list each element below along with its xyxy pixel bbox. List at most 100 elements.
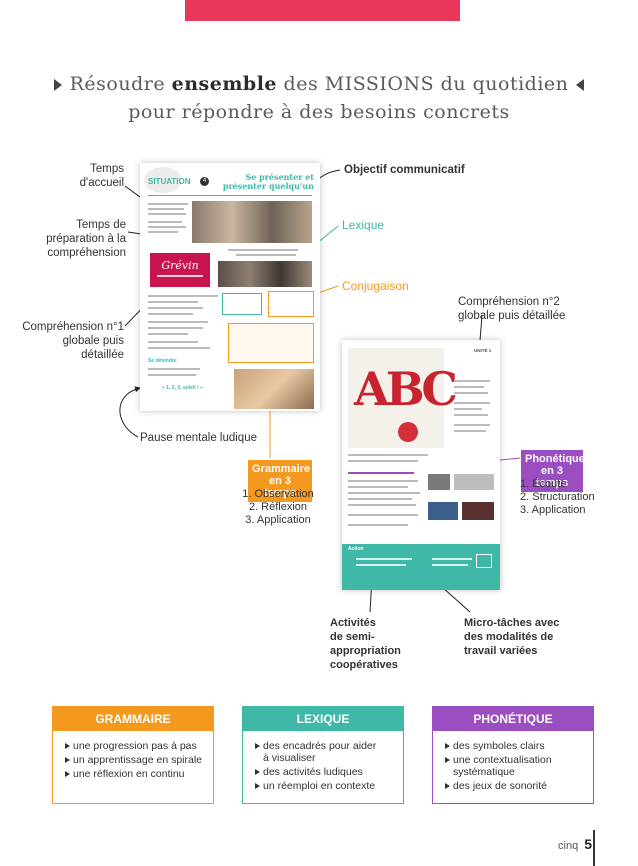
text-line xyxy=(148,313,193,315)
text-line xyxy=(432,564,468,566)
poster-title: Grévin xyxy=(161,259,199,272)
text-line xyxy=(148,327,203,329)
poster-figure xyxy=(398,422,418,442)
text-line xyxy=(348,514,418,516)
list-item: un apprentissage en spirale xyxy=(65,754,213,766)
footer-rule xyxy=(593,830,595,866)
page-word: cinq xyxy=(558,840,579,852)
text-line xyxy=(356,564,406,566)
text-line xyxy=(148,213,186,215)
action-label: Action xyxy=(348,546,364,552)
situation-letter-bg xyxy=(144,167,182,193)
list-item: une progression pas à pas xyxy=(65,740,213,752)
thumb-photo xyxy=(454,474,494,490)
text-line xyxy=(148,295,218,297)
text-line xyxy=(148,301,198,303)
situation-number: 4 xyxy=(200,177,209,186)
label-temps-accueil: Temps d'accueil xyxy=(79,163,124,189)
text-line xyxy=(148,341,198,343)
text-line xyxy=(454,408,482,410)
grammaire-list: une progression pas à pas un apprentissa… xyxy=(53,731,213,780)
triangle-left-icon xyxy=(576,79,585,91)
list-item: une contextualisation systématique xyxy=(445,754,593,778)
situation-label: SITUATION xyxy=(148,177,191,186)
detendre-label: Se détendre xyxy=(148,358,177,364)
phonetique-badge: Phonétique en 3 temps xyxy=(521,450,585,492)
thumb-photo xyxy=(428,502,458,520)
grammaire-step: 2. Réflexion xyxy=(248,501,308,513)
text-line xyxy=(348,454,428,456)
phonetique-step: 2. Structuration xyxy=(520,491,595,503)
title-rule xyxy=(148,195,312,196)
text-line xyxy=(432,558,472,560)
text-line xyxy=(148,347,210,349)
unit-label: UNITÉ 1 xyxy=(474,348,492,353)
label-pause: Pause mentale ludique xyxy=(140,432,257,444)
label-objectif: Objectif communicatif xyxy=(344,164,465,176)
text-line xyxy=(148,221,182,223)
phonetique-step: 3. Application xyxy=(520,504,586,516)
text-line xyxy=(454,430,486,432)
phonetique-steps: 1. Écoute 2. Structuration 3. Applicatio… xyxy=(520,478,620,517)
headline-text-bold: ensemble xyxy=(171,73,278,95)
text-line xyxy=(348,492,420,494)
text-line xyxy=(148,307,203,309)
text-line xyxy=(348,480,418,482)
list-item: des activités ludiques xyxy=(255,766,403,778)
grammaire-mini-box xyxy=(228,323,314,363)
house-icon xyxy=(476,554,492,568)
chant-text: « 1, 2, 3, soleil ! » xyxy=(162,385,203,391)
textbook-page-1: SITUATION 4 Se présenter et présenter qu… xyxy=(140,163,320,411)
label-micro-taches: Micro-tâches avec des modalités de trava… xyxy=(464,617,560,657)
poster-line xyxy=(157,275,203,277)
grammaire-box: GRAMMAIRE une progression pas à pas un a… xyxy=(52,706,214,804)
headline-line-1: Résoudre ensemble des MISSIONS du quotid… xyxy=(40,70,598,98)
grammaire-box-title: GRAMMAIRE xyxy=(53,707,213,731)
group-photo xyxy=(192,201,312,243)
phonetique-list: des symboles clairs une contextualisatio… xyxy=(433,731,593,792)
label-lexique: Lexique xyxy=(342,218,385,232)
page-number: 5 xyxy=(584,836,592,852)
text-line xyxy=(148,203,188,205)
phonetique-box: PHONÉTIQUE des symboles clairs une conte… xyxy=(432,706,594,804)
action-band: Action xyxy=(342,544,500,590)
list-item: des jeux de sonorité xyxy=(445,780,593,792)
text-line xyxy=(454,414,488,416)
thumb-photo xyxy=(462,502,494,520)
text-line xyxy=(236,254,296,256)
text-line xyxy=(148,368,200,370)
text-line xyxy=(348,498,412,500)
lexique-box-title: LEXIQUE xyxy=(243,707,403,731)
phonetique-box-title: PHONÉTIQUE xyxy=(433,707,593,731)
label-temps-preparation: Temps de préparation à la compréhension xyxy=(46,219,126,259)
label-conjugaison: Conjugaison xyxy=(342,279,409,293)
list-item: des symboles clairs xyxy=(445,740,593,752)
top-color-bar xyxy=(185,0,460,21)
text-line xyxy=(148,374,196,376)
text-line xyxy=(348,460,418,462)
grammaire-step: 1. Observation xyxy=(242,488,314,500)
text-line xyxy=(148,226,186,228)
headline: Résoudre ensemble des MISSIONS du quotid… xyxy=(40,70,598,126)
text-line xyxy=(356,558,412,560)
text-line xyxy=(148,208,184,210)
text-line xyxy=(348,524,408,526)
page-footer: cinq 5 xyxy=(558,836,592,852)
triangle-right-icon xyxy=(53,79,62,91)
text-line xyxy=(454,402,490,404)
text-line xyxy=(148,321,208,323)
text-line xyxy=(228,249,298,251)
list-item: une réflexion en continu xyxy=(65,768,213,780)
grevin-poster: Grévin xyxy=(150,253,210,287)
headline-text-pre: Résoudre xyxy=(69,73,172,95)
lexique-box: LEXIQUE des encadrés pour aider à visual… xyxy=(242,706,404,804)
abc-poster: ABC xyxy=(348,348,458,448)
phonetique-step: 1. Écoute xyxy=(520,478,567,490)
page-title: Se présenter et présenter quelqu'un xyxy=(222,172,314,191)
text-line xyxy=(348,504,416,506)
text-line xyxy=(148,231,178,233)
grammaire-steps: 1. Observation 2. Réflexion 3. Applicati… xyxy=(228,488,328,527)
textbook-page-2: UNITÉ 1 ABC Action xyxy=(342,340,500,590)
grammaire-step: 3. Application xyxy=(245,514,311,526)
abc-letters: ABC xyxy=(354,362,458,416)
